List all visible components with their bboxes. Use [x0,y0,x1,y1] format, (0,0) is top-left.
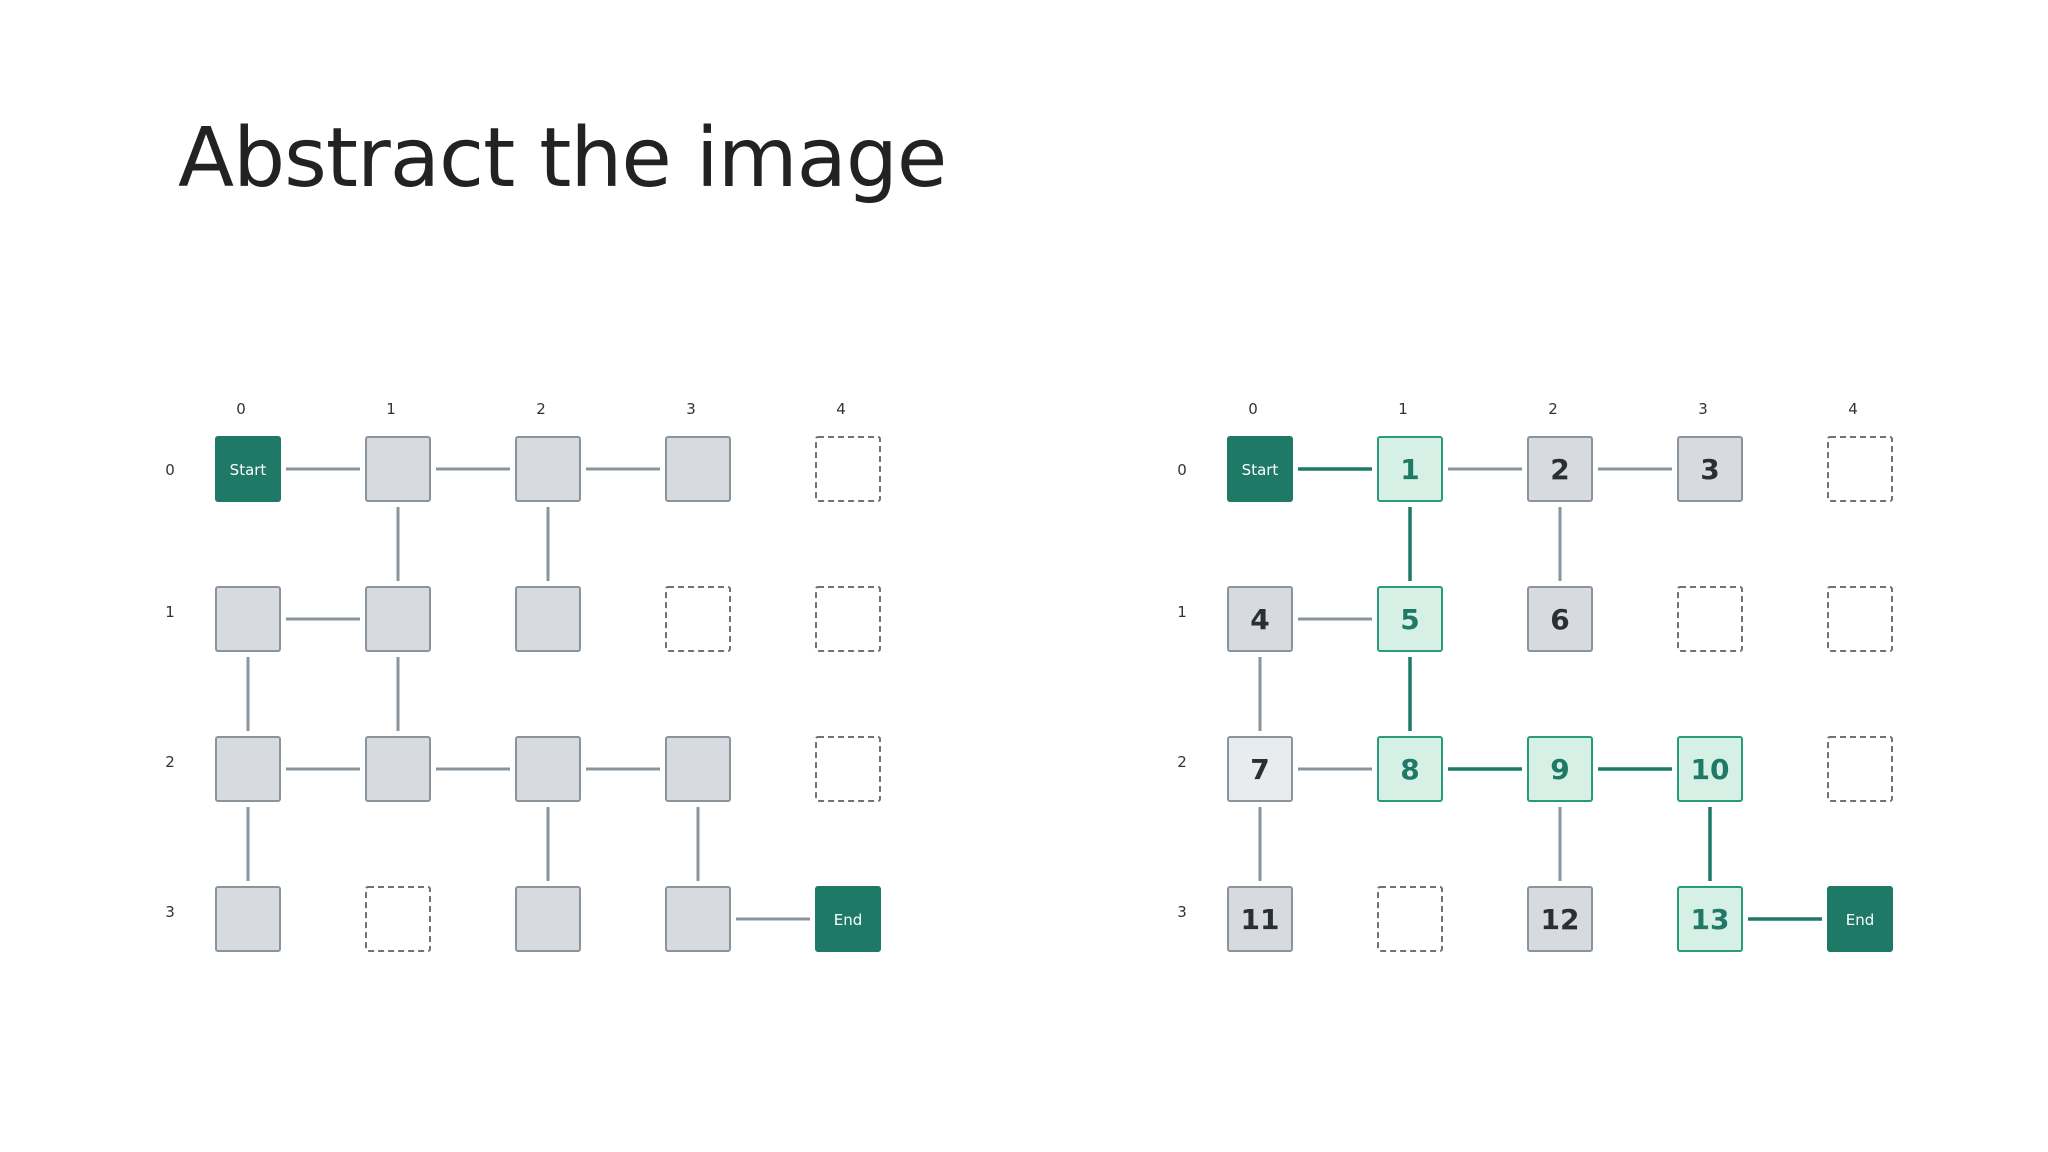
end-cell [1827,886,1893,952]
cell-number: 5 [1400,603,1419,636]
cell-number: 1 [1400,453,1419,486]
grid-cell [215,886,281,952]
grid-cell [665,736,731,802]
path-cell [1677,736,1743,802]
row-label: 1 [165,603,175,621]
cell-number: 12 [1541,903,1580,936]
grid-cell [215,736,281,802]
row-label: 0 [165,461,175,479]
grid-cell [515,586,581,652]
column-label: 3 [686,400,696,418]
column-label: 0 [1248,400,1258,418]
empty-cell [1677,586,1743,652]
start-cell [1227,436,1293,502]
end-label: End [1846,911,1875,929]
row-label: 2 [1177,753,1187,771]
end-cell [815,886,881,952]
empty-cell [1827,586,1893,652]
empty-cell [1827,736,1893,802]
column-label: 2 [1548,400,1558,418]
path-cell [1377,436,1443,502]
grid-cell [515,886,581,952]
grid-cell [1527,886,1593,952]
cell-number: 8 [1400,753,1419,786]
column-label: 1 [386,400,396,418]
start-label: Start [1242,461,1279,479]
row-label: 3 [165,903,175,921]
path-cell [1677,886,1743,952]
cell-number: 7 [1250,753,1269,786]
column-label: 4 [836,400,846,418]
empty-cell [815,436,881,502]
grid-cell [215,586,281,652]
grid-cell [365,586,431,652]
start-cell [215,436,281,502]
row-label: 1 [1177,603,1187,621]
empty-cell [365,886,431,952]
path-cell [1527,736,1593,802]
grid-cell [665,436,731,502]
grid-cell [365,736,431,802]
empty-cell [1377,886,1443,952]
cell-number: 2 [1550,453,1569,486]
end-label: End [834,911,863,929]
grid-cell [515,436,581,502]
cell-number: 6 [1550,603,1569,636]
path-cell [1377,736,1443,802]
column-label: 1 [1398,400,1408,418]
empty-cell [815,736,881,802]
cell-number: 9 [1550,753,1569,786]
cell-number: 11 [1241,903,1280,936]
start-label: Start [230,461,267,479]
grid-cell [1527,586,1593,652]
grid-cell [515,736,581,802]
cell-number: 3 [1700,453,1719,486]
column-label: 0 [236,400,246,418]
row-label: 2 [165,753,175,771]
column-label: 4 [1848,400,1858,418]
column-label: 2 [536,400,546,418]
cell-number: 4 [1250,603,1269,636]
empty-cell [815,586,881,652]
row-label: 3 [1177,903,1187,921]
cell-number: 10 [1691,753,1730,786]
empty-cell [665,586,731,652]
row-label: 0 [1177,461,1187,479]
slide-title: Abstract the image [178,111,947,206]
path-cell [1377,586,1443,652]
empty-cell [1827,436,1893,502]
grid-cell [1227,586,1293,652]
grid-cell [1227,886,1293,952]
grid-cell [1677,436,1743,502]
grid-cell [1227,736,1293,802]
grid-cell [1527,436,1593,502]
grid-cell [665,886,731,952]
column-label: 3 [1698,400,1708,418]
cell-number: 13 [1691,903,1730,936]
grid-cell [365,436,431,502]
